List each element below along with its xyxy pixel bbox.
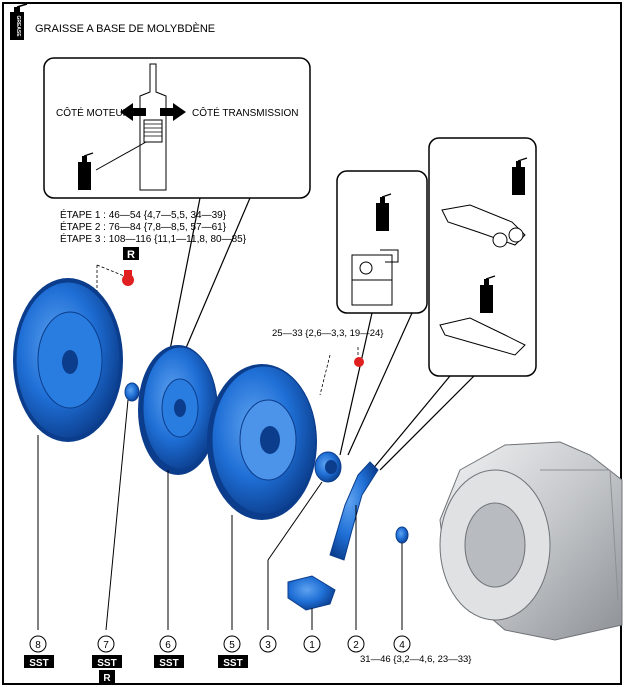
callout-2: 2: [347, 635, 365, 653]
clutch-cover: [207, 364, 317, 520]
arrow-left-icon: [120, 103, 146, 121]
torque-bolt-top: 25—33 {2,6—3,3, 19—24}: [272, 328, 383, 339]
engine-side-label: CÔTÉ MOTEUR: [56, 106, 130, 119]
torque-step-2: ÉTAPE 2 : 76—84 {7,8—8,5, 57—61}: [60, 220, 227, 233]
r-badge-torque-text: R: [127, 249, 135, 261]
release-fork-boot: [287, 575, 336, 611]
flywheel: [13, 278, 123, 442]
torque-step-3: ÉTAPE 3 : 108—116 {11,1—11,8, 80—85}: [60, 232, 247, 245]
svg-text:SST: SST: [29, 658, 48, 669]
grease-can-icon: [480, 275, 496, 313]
detail-box-pilot: CÔTÉ MOTEUR CÔTÉ TRANSMISSION: [43, 57, 311, 363]
clutch-disc: [138, 345, 218, 475]
callout-5: 5 SST: [218, 635, 248, 669]
r-badge-torque: [123, 247, 139, 260]
svg-text:4: 4: [399, 640, 405, 651]
svg-text:6: 6: [165, 640, 171, 651]
flywheel-bolt-icon: [122, 270, 134, 286]
svg-text:3: 3: [265, 640, 271, 651]
svg-text:5: 5: [229, 640, 235, 651]
pressure-plate-bolt-icon: [354, 357, 364, 367]
callout-7: 7 SST R: [92, 635, 122, 684]
grease-can-icon: [512, 157, 528, 195]
release-bearing: [314, 451, 342, 483]
leader-lines: [37, 399, 403, 631]
detail-box-fork: [371, 137, 537, 471]
callout-8: 8 SST: [24, 635, 54, 669]
grease-can-text: GREASE: [15, 15, 21, 37]
transmission-side-label: CÔTÉ TRANSMISSION: [192, 106, 299, 119]
callout-1: 1: [303, 635, 321, 653]
callout-3: 3: [259, 635, 277, 653]
release-fork: [329, 461, 379, 561]
svg-text:2: 2: [353, 640, 359, 651]
torque-bolt-4: 31—46 {3,2—4,6, 23—33}: [360, 654, 471, 665]
svg-text:SST: SST: [97, 658, 116, 669]
svg-text:SST: SST: [223, 658, 242, 669]
svg-text:7: 7: [103, 640, 109, 651]
callout-6: 6 SST: [154, 635, 184, 669]
pilot-bearing: [124, 382, 140, 402]
arrow-right-icon: [160, 103, 186, 121]
transmission-housing: [439, 441, 623, 641]
release-fork-pivot: [395, 526, 409, 544]
detail-box-bearing: [336, 170, 428, 456]
grease-can-icon: [78, 152, 94, 190]
svg-text:8: 8: [35, 640, 41, 651]
torque-step-1: ÉTAPE 1 : 46—54 {4,7—5,5, 34—39}: [60, 208, 227, 221]
grease-can-icon: GREASE: [10, 3, 28, 40]
svg-text:R: R: [103, 673, 111, 684]
grease-legend-label: GRAISSE A BASE DE MOLYBDÈNE: [35, 22, 215, 35]
svg-text:SST: SST: [159, 658, 178, 669]
grease-can-icon: [376, 193, 392, 231]
callout-4: 4: [393, 635, 411, 653]
svg-text:1: 1: [309, 640, 315, 651]
